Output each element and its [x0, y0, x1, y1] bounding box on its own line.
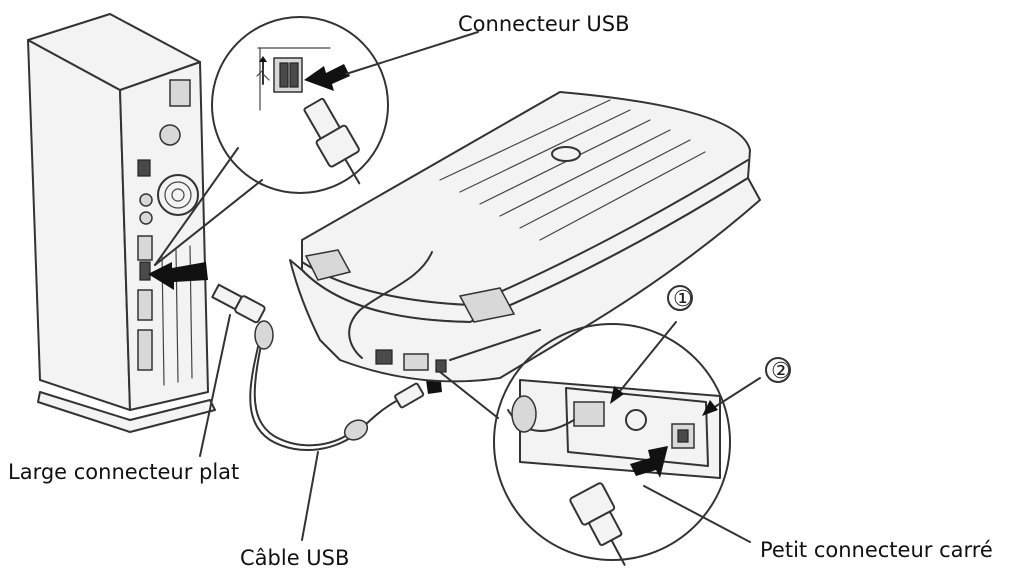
power-socket [170, 80, 190, 106]
leader-usb-cable [302, 452, 318, 540]
callout-2: ② [771, 359, 791, 384]
usb-a-plug [299, 95, 374, 192]
label-usb-connector: Connecteur USB [458, 14, 629, 35]
port-1-socket [574, 402, 604, 426]
flat-usb-plug [211, 283, 265, 323]
label-square-connector: Petit connecteur carré [760, 540, 993, 561]
usb-symbol-icon [257, 56, 269, 84]
leader-square-connector [644, 486, 750, 542]
expansion-slot [138, 330, 152, 370]
callout-1: ① [673, 287, 693, 312]
port-serial [138, 236, 152, 260]
port-ps2 [138, 160, 150, 176]
switch [160, 125, 180, 145]
scanner [290, 92, 760, 381]
label-usb-cable: Câble USB [240, 548, 349, 569]
tower-side-panel [28, 40, 130, 410]
label-flat-connector: Large connecteur plat [8, 462, 239, 483]
ferrite-core-1 [255, 321, 273, 349]
insert-arrow [304, 64, 350, 91]
leader-usb-connector [346, 32, 478, 74]
computer-tower [28, 14, 215, 432]
usb-port-pc [140, 262, 150, 280]
port-parallel [138, 290, 152, 320]
scanner-button [552, 147, 580, 161]
